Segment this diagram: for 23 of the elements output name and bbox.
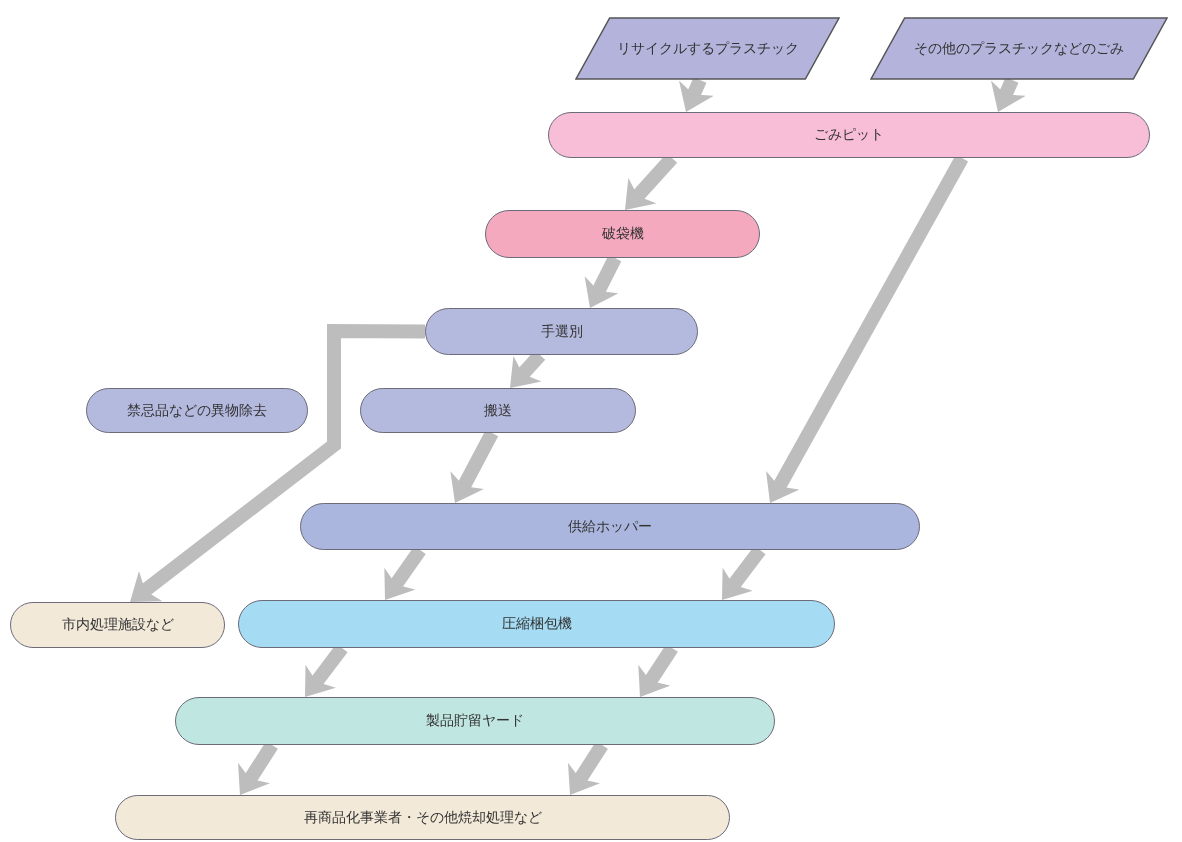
process-box (485, 210, 760, 258)
process-box (10, 602, 225, 648)
box-label: 製品貯留ヤード (425, 712, 525, 730)
box-label: 搬送 (483, 401, 513, 420)
box-label: その他のプラスチックなどのごみ (913, 39, 1125, 58)
process-box (115, 795, 730, 840)
box-label: 再商品化事業者・その他焼却処理など (302, 808, 543, 827)
box-label: リサイクルするプラスチック (615, 39, 800, 58)
process-box (548, 112, 1150, 158)
process-box (238, 600, 835, 648)
box-label: 供給ホッパー (567, 517, 653, 536)
process-box (360, 388, 636, 433)
box-label: 破袋機 (600, 225, 645, 243)
process-box (86, 388, 308, 433)
box-label: 手選別 (539, 322, 584, 341)
process-box (300, 503, 920, 550)
process-box (425, 308, 698, 355)
box-label: 禁忌品などの異物除去 (126, 401, 268, 420)
box-label: 市内処理施設など (60, 616, 175, 634)
box-label: ごみピット (813, 126, 885, 144)
process-box (175, 697, 775, 745)
flow-arrow (130, 323, 426, 602)
box-label: 圧縮梱包機 (500, 615, 573, 633)
